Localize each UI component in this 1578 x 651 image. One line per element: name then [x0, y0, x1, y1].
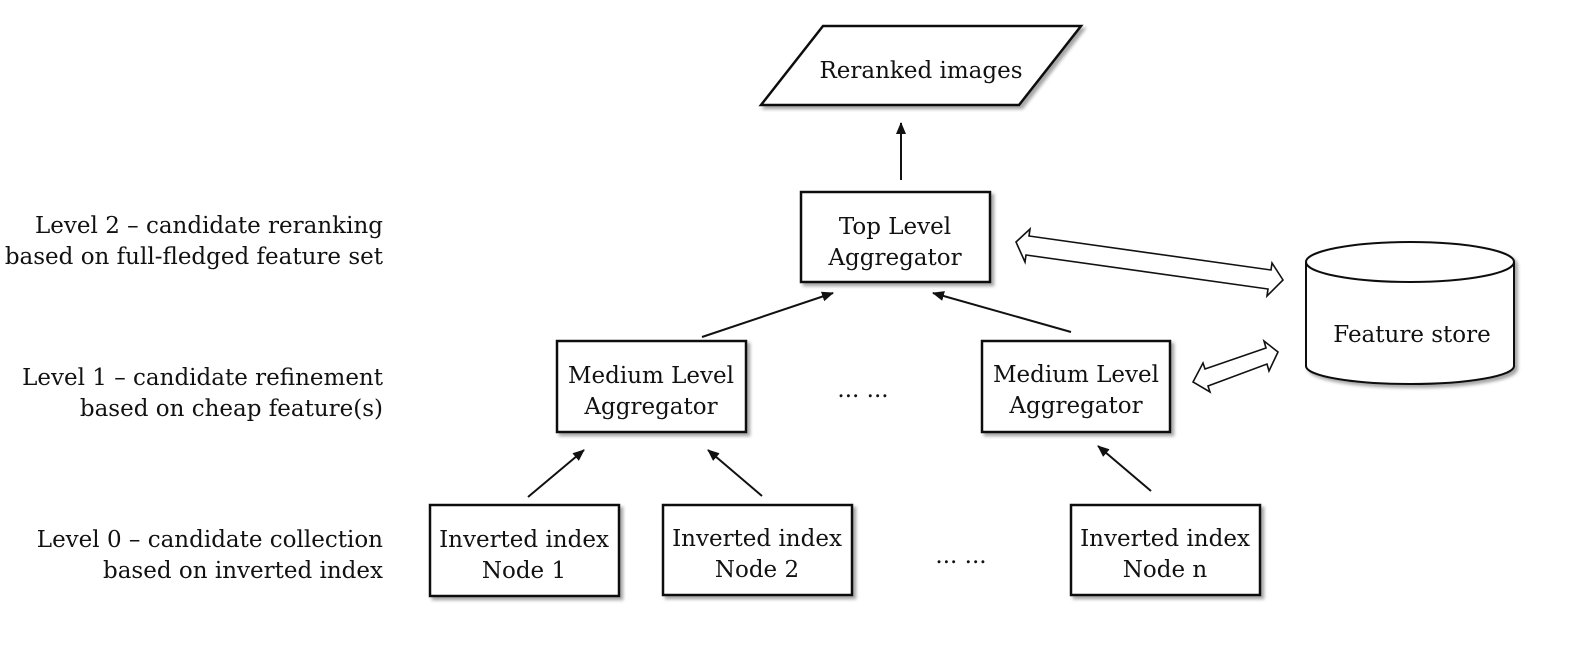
level-1-label: Level 1 – candidate refinement based on …	[22, 365, 384, 422]
top-aggregator-line2: Aggregator	[827, 245, 961, 271]
arrow-node-n-to-medium-2	[1097, 445, 1152, 492]
level-1-description: based on cheap feature(s)	[80, 396, 383, 422]
arrow-medium-1-to-top	[701, 291, 834, 338]
nodes-ellipsis: ... ...	[935, 543, 986, 569]
node-n-line2: Node n	[1123, 557, 1208, 583]
node-2-line2: Node 2	[715, 557, 799, 583]
level-0-title: Level 0 – candidate collection	[37, 527, 383, 553]
arrow-medium-2-to-top	[932, 291, 1072, 333]
feature-store-label: Feature store	[1333, 322, 1491, 348]
feature-store-top	[1305, 241, 1515, 283]
medium-aggregator-1-line2: Aggregator	[583, 394, 717, 420]
medium-aggregator-1: Medium Level Aggregator	[555, 339, 748, 434]
reranked-images-node: Reranked images	[758, 24, 1084, 107]
output-shape	[758, 24, 1084, 107]
node-1-line1: Inverted index	[439, 527, 609, 553]
node-2-line1: Inverted index	[672, 526, 842, 552]
level-0-label: Level 0 – candidate collection based on …	[37, 527, 383, 584]
medium-ellipsis: ... ...	[837, 377, 888, 403]
medium-aggregator-1-box	[555, 339, 748, 434]
feature-store	[1305, 241, 1515, 385]
inverted-index-node-1: Inverted index Node 1	[428, 503, 621, 598]
level-0-description: based on inverted index	[103, 558, 383, 584]
feature-store-body	[1305, 262, 1515, 385]
node-n-line1: Inverted index	[1080, 526, 1250, 552]
level-1-title: Level 1 – candidate refinement	[22, 365, 384, 391]
node-2-box	[661, 503, 854, 597]
level-2-label: Level 2 – candidate reranking based on f…	[5, 213, 384, 270]
medium-aggregator-1-line1: Medium Level	[568, 363, 734, 389]
level-2-title: Level 2 – candidate reranking	[35, 213, 383, 239]
medium-aggregator-2-line2: Aggregator	[1008, 393, 1142, 419]
double-arrow-top-to-store	[1015, 226, 1285, 299]
top-level-aggregator: Top Level Aggregator	[799, 190, 992, 284]
node-n-box	[1069, 503, 1262, 597]
double-arrow-medium-to-store	[1191, 338, 1279, 394]
top-aggregator-line1: Top Level	[839, 214, 951, 240]
inverted-index-node-n: Inverted index Node n	[1069, 503, 1262, 597]
arrow-node-2-to-medium-1	[707, 449, 763, 497]
node-1-line2: Node 1	[482, 558, 566, 584]
node-1-box	[428, 503, 621, 598]
medium-aggregator-2: Medium Level Aggregator	[980, 339, 1172, 434]
medium-aggregator-2-box	[980, 339, 1172, 434]
level-2-description: based on full-fledged feature set	[5, 244, 384, 270]
top-aggregator-box	[799, 190, 992, 284]
arrow-node-1-to-medium-1	[527, 449, 585, 498]
reranked-images-label: Reranked images	[819, 58, 1022, 84]
inverted-index-node-2: Inverted index Node 2	[661, 503, 854, 597]
medium-aggregator-2-line1: Medium Level	[993, 362, 1159, 388]
